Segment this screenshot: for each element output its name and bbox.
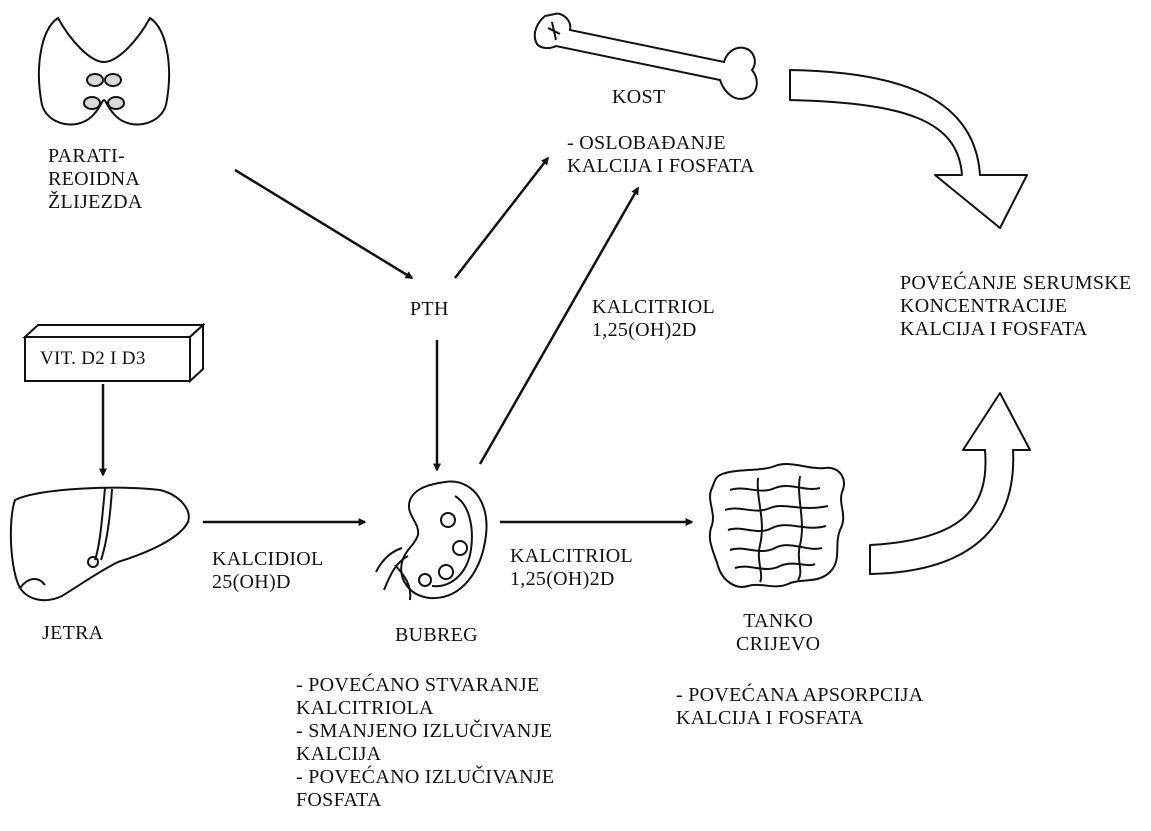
intestine-label: TANKO CRIJEVO	[736, 610, 820, 656]
kalcitriol-to-bone-line: 1,25(OH)2D	[592, 319, 697, 341]
kidney-effect-line: - POVEĆANO STVARANJE	[296, 674, 540, 696]
kalcitriol-to-bone-label: KALCITRIOL 1,25(OH)2D	[592, 296, 715, 342]
vitamin-box-label: VIT. D2 I D3	[40, 348, 146, 369]
parathyroid-label-line: ŽLIJEZDA	[48, 191, 143, 213]
result-label-line: KONCENTRACIJE	[900, 295, 1068, 317]
result-label-line: POVEĆANJE SERUMSKE	[900, 272, 1132, 294]
curved-arrow-from-intestine	[869, 392, 1031, 575]
bone-label: KOST	[612, 86, 666, 108]
kidney-label: BUBREG	[395, 624, 478, 646]
intestine-effect-line: KALCIJA I FOSFATA	[676, 707, 864, 729]
kidney-icon	[375, 480, 488, 601]
parathyroid-label-line: REOIDNA	[48, 168, 141, 190]
arrow-pth-to-bone	[454, 156, 549, 279]
kalcitriol-to-intestine-line: KALCITRIOL	[510, 545, 633, 567]
kidney-effect-line: KALCIJA	[296, 743, 382, 765]
curved-arrow-from-bone	[789, 69, 1028, 229]
liver-label: JETRA	[42, 622, 104, 644]
bone-effect-line: KALCIJA I FOSFATA	[567, 155, 755, 177]
kidney-effect-line: FOSFATA	[296, 789, 382, 811]
kalcitriol-to-intestine-label: KALCITRIOL 1,25(OH)2D	[510, 545, 633, 591]
result-label: POVEĆANJE SERUMSKE KONCENTRACIJE KALCIJA…	[900, 272, 1132, 341]
kalcitriol-to-intestine-line: 1,25(OH)2D	[510, 568, 615, 590]
kalcidiol-label-line: KALCIDIOL	[212, 548, 324, 570]
parathyroid-label-line: PARATI-	[48, 145, 125, 167]
kalcidiol-label: KALCIDIOL 25(OH)D	[212, 548, 324, 594]
kalcidiol-label-line: 25(OH)D	[212, 571, 291, 593]
result-label-line: KALCIJA I FOSFATA	[900, 318, 1088, 340]
parathyroid-label: PARATI- REOIDNA ŽLIJEZDA	[48, 145, 143, 214]
bone-icon	[533, 12, 758, 100]
arrow-parathyroid-to-pth	[234, 168, 414, 280]
parathyroid-gland-icon	[37, 16, 171, 126]
intestine-icon	[708, 463, 845, 588]
vitamin-box-shape	[22, 322, 206, 384]
arrow-kidney-to-bone	[478, 186, 640, 465]
intestine-effect: - POVEĆANA APSORPCIJA KALCIJA I FOSFATA	[676, 684, 923, 730]
kalcitriol-to-bone-line: KALCITRIOL	[592, 296, 715, 318]
kidney-effect-line: - SMANJENO IZLUČIVANJE	[296, 720, 553, 742]
liver-icon	[9, 486, 190, 602]
bone-effect: - OSLOBAĐANJE KALCIJA I FOSFATA	[567, 132, 755, 178]
kidney-effect-line: KALCITRIOLA	[296, 697, 434, 719]
bone-effect-line: - OSLOBAĐANJE	[567, 132, 726, 154]
kidney-effects: - POVEĆANO STVARANJE KALCITRIOLA - SMANJ…	[296, 674, 554, 812]
kidney-effect-line: - POVEĆANO IZLUČIVANJE	[296, 766, 555, 788]
intestine-label-line: CRIJEVO	[736, 633, 821, 655]
pth-label: PTH	[410, 298, 449, 320]
intestine-effect-line: - POVEĆANA APSORPCIJA	[676, 684, 924, 706]
intestine-label-line: TANKO	[743, 610, 814, 632]
